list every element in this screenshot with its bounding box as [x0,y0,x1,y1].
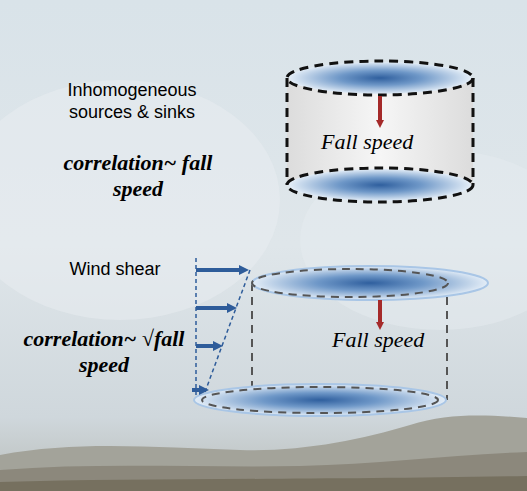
correlation-formula: correlation~ √fall speed [18,326,190,379]
correlation-formula: correlation~ fall speed [58,150,218,203]
column-volume: Fall speed [287,78,473,185]
fall-speed-label: Fall speed [321,129,413,155]
fall-speed-label: Fall speed [332,327,424,353]
annotation-text: Wind shear [60,259,170,281]
column-volume: Fall speed [252,283,447,400]
annotation-text: Inhomogeneous sources & sinks [52,80,212,123]
